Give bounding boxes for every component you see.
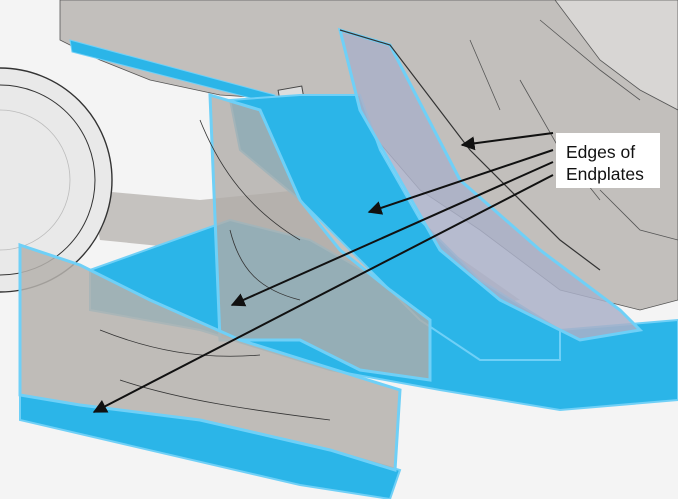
callout-label: Edges of Endplates (556, 133, 660, 188)
callout-line-1: Edges of (566, 142, 636, 162)
arrow-to-front-endplate-edge (92, 174, 554, 413)
arrow-to-middle-endplate-edge (367, 149, 554, 215)
endplate-middle (208, 92, 432, 382)
endplate-rear (337, 27, 644, 342)
tyre-rim (0, 109, 71, 251)
tyre-inner-ring (0, 84, 96, 276)
arrow-to-rear-endplate-edge (460, 132, 554, 151)
arrow-to-inner-endplate-edge (230, 161, 554, 307)
endplate-front (18, 242, 402, 472)
sidepod-panel (554, 0, 678, 111)
endplate-curves (99, 119, 331, 421)
tyre (0, 67, 113, 293)
callout-line-2: Endplates (566, 164, 644, 184)
